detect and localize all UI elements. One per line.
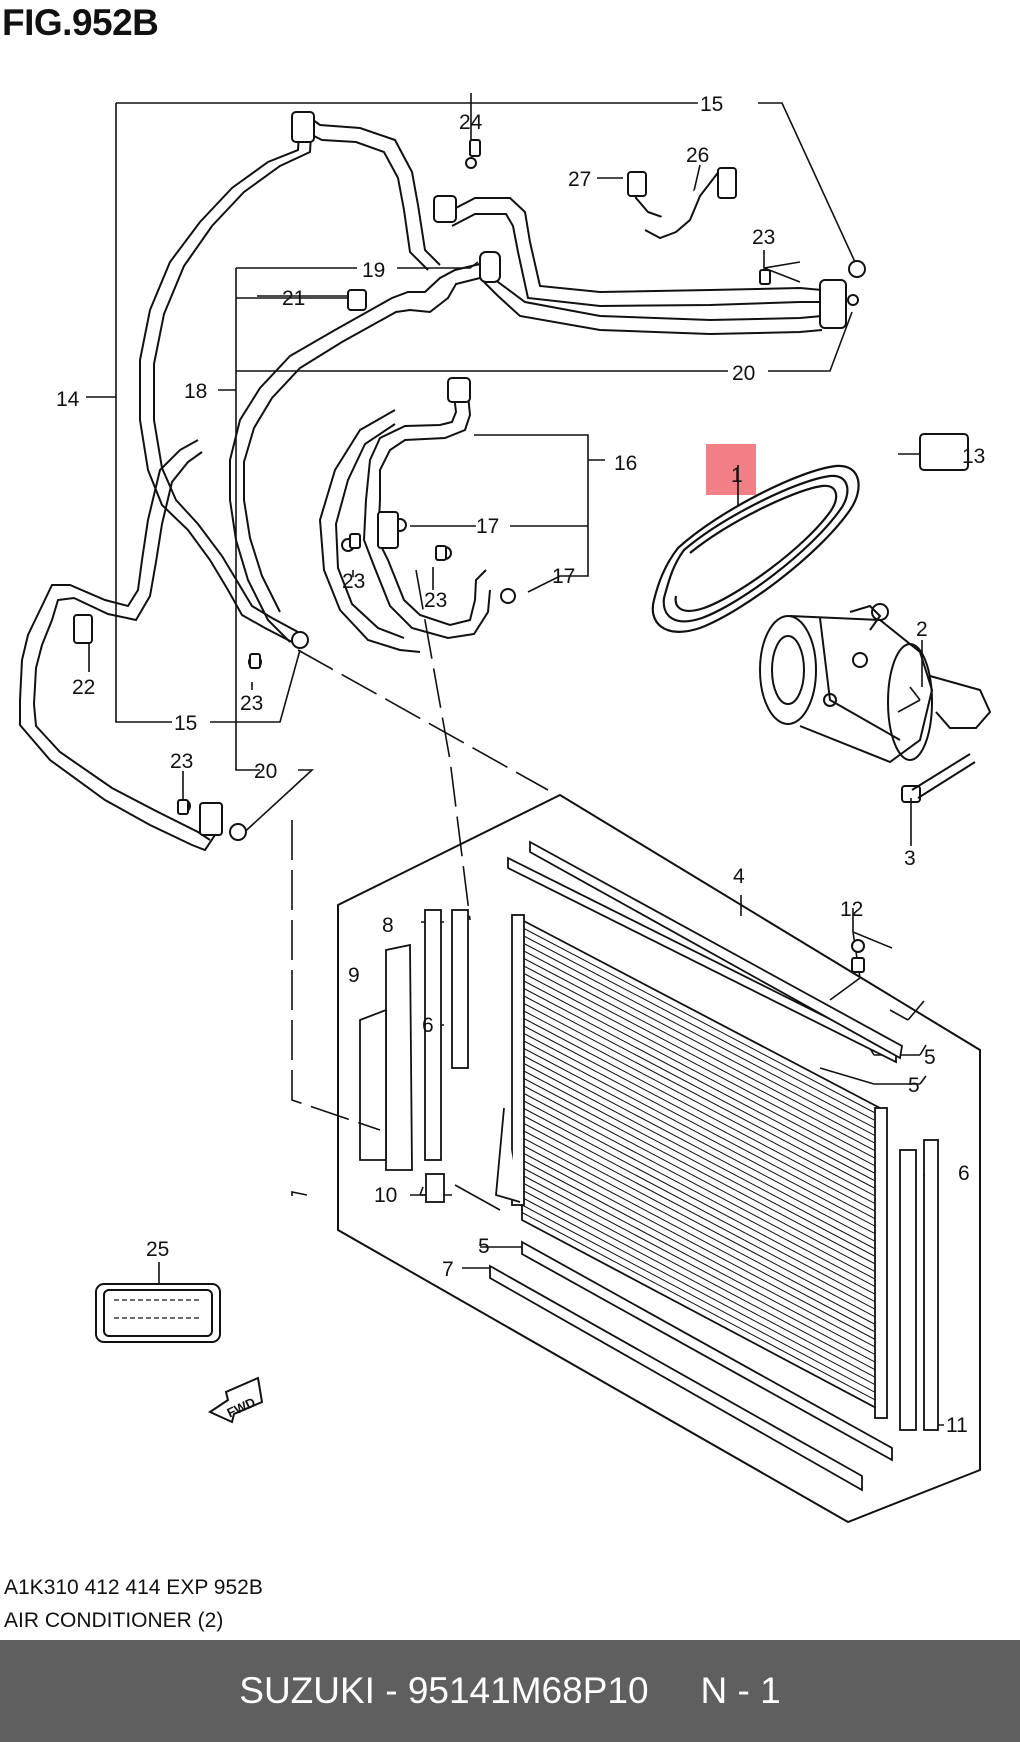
callout-1: 1 <box>731 464 743 487</box>
callout-24: 24 <box>459 111 483 134</box>
callout-16: 16 <box>614 452 637 475</box>
callout-15a: 15 <box>700 93 723 116</box>
footer-bar: SUZUKI - 95141M68P10 N - 1 <box>0 1640 1020 1742</box>
parts-diagram: FWD 1 2 3 4 5 5 5 6 6 7 8 9 10 11 12 13 … <box>19 93 992 1524</box>
callout-6b: 6 <box>958 1162 970 1185</box>
figure-title: FIG.952B <box>2 2 159 43</box>
dashed-leaders <box>291 569 549 1131</box>
callout-23d: 23 <box>240 692 263 715</box>
label-tag <box>95 1283 221 1343</box>
seal-strips <box>359 840 939 1492</box>
compressor <box>759 603 992 803</box>
bolts <box>177 139 865 973</box>
footer-part-number: SUZUKI - 95141M68P10 <box>239 1670 649 1711</box>
callout-7: 7 <box>442 1258 454 1281</box>
callout-23c: 23 <box>424 589 447 612</box>
callout-18: 18 <box>184 380 207 403</box>
callout-5a: 5 <box>924 1046 936 1069</box>
footer-quantity: N - 1 <box>700 1670 781 1711</box>
callout-labels: 1 2 3 4 5 5 5 6 6 7 8 9 10 11 12 13 14 1… <box>56 93 985 1437</box>
callout-11: 11 <box>946 1414 968 1437</box>
callout-4: 4 <box>733 865 745 888</box>
callout-20b: 20 <box>254 760 277 783</box>
drive-belt <box>651 464 860 633</box>
callout-27: 27 <box>568 168 591 191</box>
callout-22: 22 <box>72 676 95 699</box>
callout-23a: 23 <box>752 226 775 249</box>
callout-17a: 17 <box>476 515 499 538</box>
callout-23e: 23 <box>170 750 193 773</box>
callout-8: 8 <box>382 914 394 937</box>
diagram-code: A1K310 412 414 EXP 952B <box>4 1576 263 1599</box>
callout-10: 10 <box>374 1184 397 1207</box>
condenser-bracket <box>337 793 981 1524</box>
callout-26: 26 <box>686 144 709 167</box>
callout-25: 25 <box>146 1238 169 1261</box>
condenser-core <box>511 914 888 1419</box>
fwd-arrow: FWD <box>207 1376 264 1424</box>
callout-19: 19 <box>362 259 385 282</box>
callout-14: 14 <box>56 388 80 411</box>
callout-12: 12 <box>840 898 863 921</box>
callout-23b: 23 <box>342 570 365 593</box>
fittings <box>73 111 969 953</box>
callout-21: 21 <box>282 287 305 310</box>
callout-17b: 17 <box>552 565 575 588</box>
diagram-name: AIR CONDITIONER (2) <box>4 1609 224 1632</box>
highlight-box <box>706 444 756 495</box>
callout-3: 3 <box>904 847 916 870</box>
callout-20a: 20 <box>732 362 755 385</box>
callout-2: 2 <box>916 618 928 641</box>
callout-6a: 6 <box>422 1014 434 1037</box>
callout-5c: 5 <box>478 1235 490 1258</box>
callout-5b: 5 <box>908 1074 920 1097</box>
callout-9: 9 <box>348 964 360 987</box>
hoses <box>19 114 823 852</box>
callout-13: 13 <box>962 445 985 468</box>
callout-15b: 15 <box>174 712 197 735</box>
